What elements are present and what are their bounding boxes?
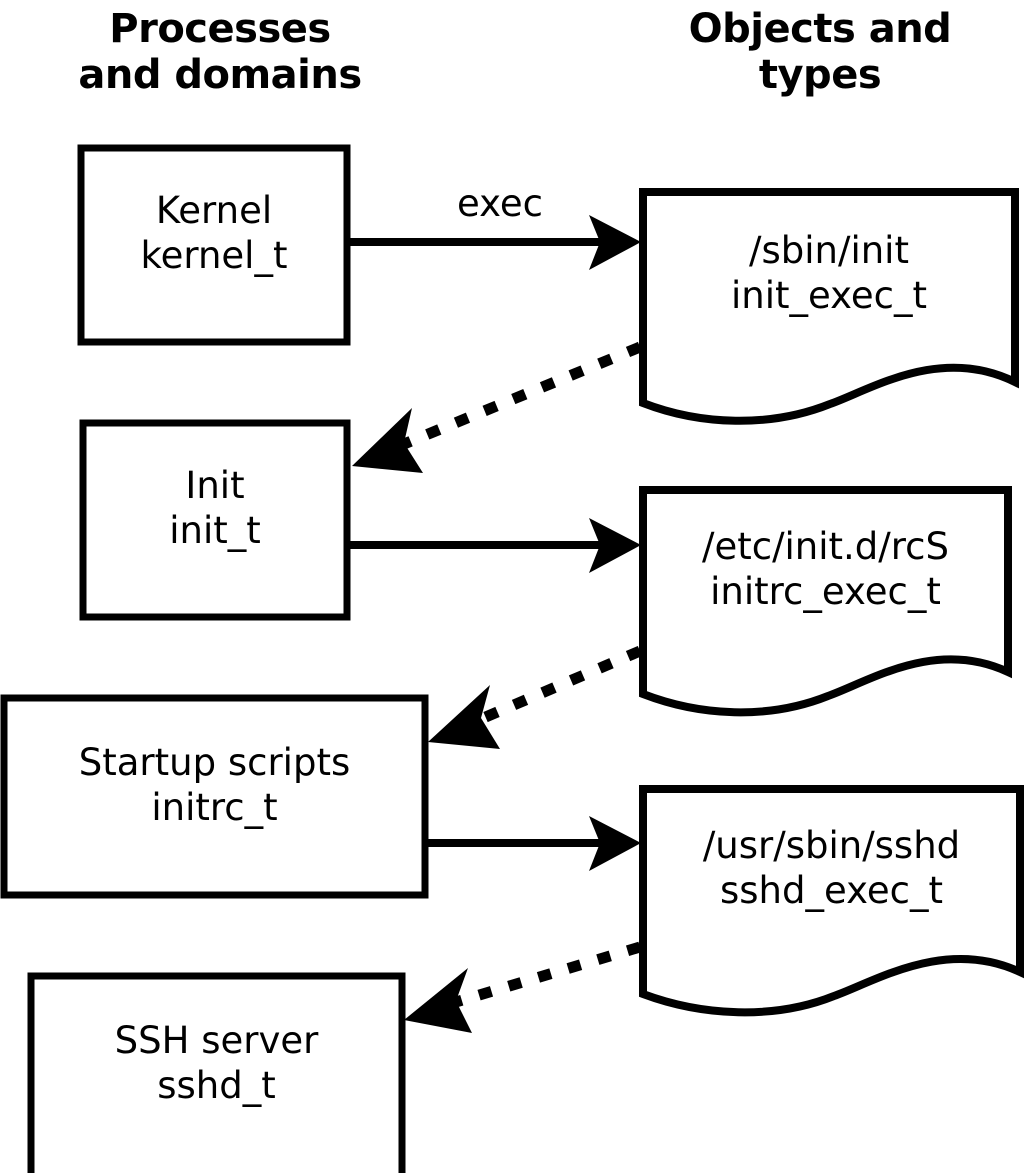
process-node-initrc-shape[interactable] (0, 694, 429, 899)
object-node-sshd-exec-shape[interactable] (639, 785, 1024, 1017)
process-node-sshd-shape[interactable] (27, 972, 406, 1173)
object-node-initrc-exec-shape[interactable] (639, 486, 1012, 717)
object-node-init-exec-shape[interactable] (639, 188, 1019, 425)
edge-init-exec-initrc-exec (347, 518, 641, 573)
process-node-kernel-shape[interactable] (77, 144, 351, 346)
edge-label-exec: exec (457, 182, 543, 225)
edge-kernel-exec-init-exec (347, 215, 641, 270)
column-header-processes: Processes and domains (78, 6, 362, 98)
edge-init-exec-transition-init (352, 341, 643, 473)
process-node-init-shape[interactable] (79, 419, 351, 621)
column-header-objects: Objects and types (688, 6, 952, 98)
edge-initrc-exec-transition-initrc (428, 645, 643, 749)
edge-sshd-exec-transition-sshd (404, 941, 642, 1033)
edge-initrc-exec-sshd-exec (425, 816, 641, 871)
